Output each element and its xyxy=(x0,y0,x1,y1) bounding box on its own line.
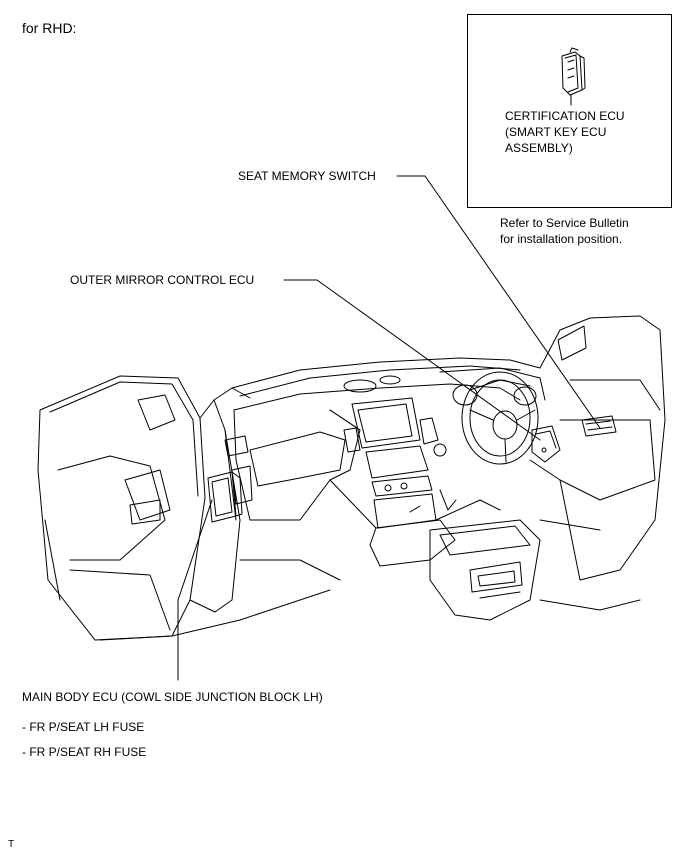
certification-ecu-label: CERTIFICATION ECU (SMART KEY ECU ASSEMBL… xyxy=(505,108,625,156)
fuse-item: - FR P/SEAT RH FUSE xyxy=(22,745,147,759)
main-body-ecu-icon xyxy=(207,471,243,523)
installation-note-line: for installation position. xyxy=(500,232,623,246)
floor-lines xyxy=(99,559,641,641)
certification-ecu-label-line: CERTIFICATION ECU xyxy=(505,109,625,123)
diagram-title: for RHD: xyxy=(22,20,77,36)
outer-mirror-ecu-icon xyxy=(531,425,561,463)
certification-ecu-inset xyxy=(467,14,672,208)
outer-mirror-ecu-leader xyxy=(283,279,541,441)
certification-ecu-label-line: (SMART KEY ECU xyxy=(505,125,607,139)
seat-memory-switch-leader xyxy=(396,175,601,429)
lower-console xyxy=(329,479,501,567)
main-body-ecu-leader xyxy=(177,499,213,681)
left-door-outline xyxy=(37,375,206,641)
right-door-outline xyxy=(529,315,666,581)
fuse-item: - FR P/SEAT LH FUSE xyxy=(22,720,145,734)
main-body-ecu-label: MAIN BODY ECU (COWL SIDE JUNCTION BLOCK … xyxy=(22,690,323,704)
installation-note: Refer to Service Bulletin for installati… xyxy=(500,215,629,247)
footer-mark: T xyxy=(8,839,15,850)
rear-console xyxy=(429,519,541,621)
steering-wheel xyxy=(461,371,539,465)
seat-memory-switch-label: SEAT MEMORY SWITCH xyxy=(238,169,376,183)
certification-ecu-label-line: ASSEMBLY) xyxy=(505,141,573,155)
certification-ecu-icon xyxy=(561,47,586,106)
installation-note-line: Refer to Service Bulletin xyxy=(500,216,629,230)
outer-mirror-control-ecu-label: OUTER MIRROR CONTROL ECU xyxy=(70,273,255,287)
instrument-cluster xyxy=(439,367,546,406)
windshield-cowl xyxy=(231,357,541,397)
dashboard xyxy=(224,383,521,521)
center-stack xyxy=(343,397,447,529)
